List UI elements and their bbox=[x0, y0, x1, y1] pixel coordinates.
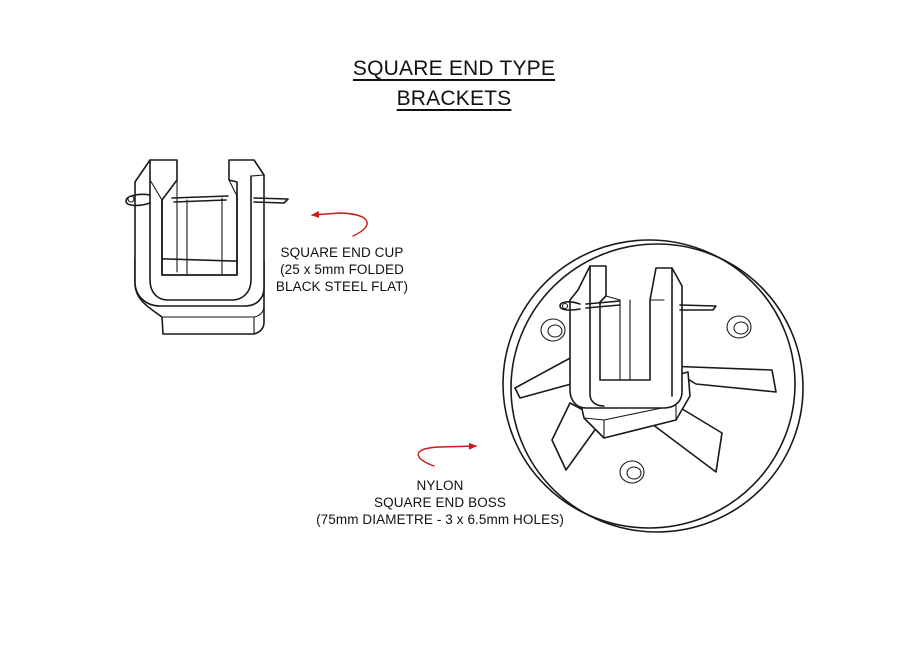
cup-label-line-2: (25 x 5mm FOLDED bbox=[280, 262, 404, 277]
title-line-1: SQUARE END TYPE bbox=[352, 57, 556, 80]
cup-label-line-3: BLACK STEEL FLAT) bbox=[275, 279, 409, 294]
nylon-square-end-boss-illustration bbox=[502, 239, 804, 533]
square-end-cup-label: SQUARE END CUP (25 x 5mm FOLDED BLACK ST… bbox=[268, 244, 416, 295]
page-title: SQUARE END TYPE BRACKETS bbox=[0, 54, 908, 114]
boss-label-line-2: SQUARE END BOSS bbox=[373, 495, 507, 510]
cup-pointer-arrow bbox=[311, 211, 368, 237]
cup-label-line-1: SQUARE END CUP bbox=[280, 245, 404, 260]
boss-label-line-1: NYLON bbox=[416, 478, 464, 493]
boss-pointer-arrow bbox=[417, 442, 477, 467]
square-end-cup-illustration bbox=[125, 159, 289, 335]
nylon-boss-label: NYLON SQUARE END BOSS (75mm DIAMETRE - 3… bbox=[300, 477, 580, 528]
boss-label-line-3: (75mm DIAMETRE - 3 x 6.5mm HOLES) bbox=[316, 512, 564, 527]
title-line-2: BRACKETS bbox=[396, 87, 512, 110]
